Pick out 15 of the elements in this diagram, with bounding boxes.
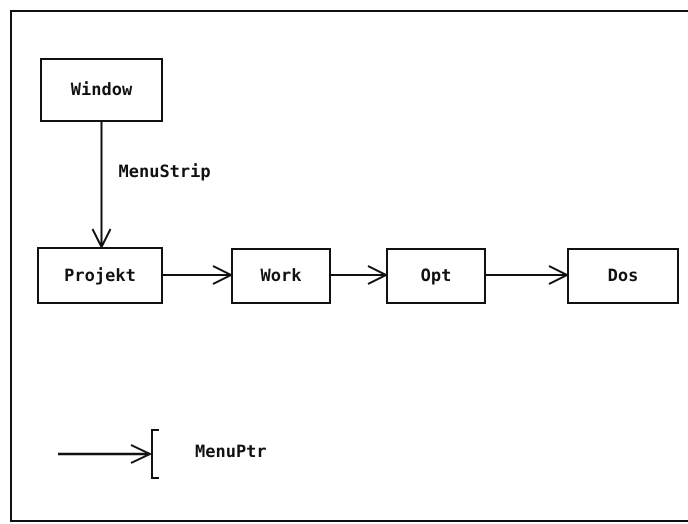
box-label: Work xyxy=(260,266,302,286)
arrow xyxy=(92,122,112,248)
process-box xyxy=(386,248,486,304)
process-box xyxy=(567,248,679,304)
process-box xyxy=(37,247,163,304)
arrow xyxy=(331,265,387,285)
arrow xyxy=(163,265,232,285)
box-label: Opt xyxy=(420,266,452,286)
process-box xyxy=(231,248,331,304)
box-label: Projekt xyxy=(64,266,136,286)
process-box xyxy=(40,58,163,122)
box-label: Dos xyxy=(608,266,638,286)
arrow xyxy=(486,265,568,285)
box-label: Window xyxy=(70,80,132,100)
edge-label: MenuStrip xyxy=(118,162,211,182)
